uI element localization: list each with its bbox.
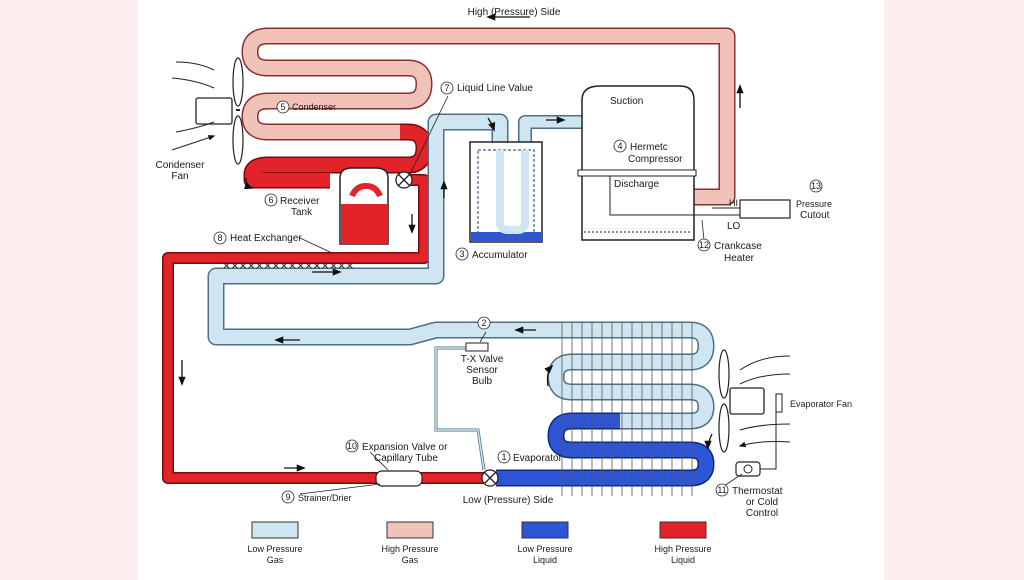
accumulator (469, 141, 543, 243)
thermostat-label: Thermostat (732, 486, 783, 497)
condenser-number: 5 (280, 102, 285, 112)
accumulator-label: Accumulator (472, 250, 528, 261)
compressor-number: 4 (617, 141, 622, 151)
legend-label-high-pressure-gas: High Pressure (381, 544, 438, 554)
condenser-fan-label-2: Fan (171, 171, 188, 182)
legend-label-high-pressure-liquid: High Pressure (654, 544, 711, 554)
expansion-valve-number: 10 (347, 441, 357, 451)
legend-swatch-low-pressure-liquid (521, 521, 569, 539)
condenser-fan-label: Condenser (156, 160, 206, 171)
hi-label: HI (729, 198, 738, 208)
liquid-line-valve-label: Liquid Line Value (457, 83, 533, 94)
crankcase-heater-number: 12 (699, 240, 709, 250)
legend-swatch-low-pressure-gas (251, 521, 299, 539)
pressure-cutout-label: Pressure (796, 199, 832, 209)
pressure-cutout-label-2: Cutout (800, 210, 830, 221)
evaporator-label: Evaporator (513, 453, 563, 464)
hermetic-compressor (577, 85, 740, 241)
lo-label: LO (727, 221, 741, 232)
low-pressure-liquid-line (496, 412, 715, 487)
legend-swatch-high-pressure-gas (386, 521, 434, 539)
evaporator-fan (718, 349, 791, 452)
receiver-tank (339, 167, 389, 245)
crankcase-heater-label-2: Heater (724, 253, 755, 264)
heat-exchanger-coil: ×××××××××××××××× (222, 259, 354, 272)
legend-sublabel-high-pressure-liquid: Liquid (671, 555, 695, 565)
svg-text:××××××××××××××××: ×××××××××××××××× (222, 259, 353, 272)
expansion-valve-label: Expansion Valve or (362, 442, 448, 453)
sensor-bulb (465, 342, 489, 352)
tx-valve-label-3: Bulb (472, 376, 492, 387)
expansion-valve (481, 469, 499, 487)
accumulator-number: 3 (459, 249, 464, 259)
strainer-number: 9 (285, 492, 290, 502)
suction-label: Suction (610, 96, 643, 107)
compressor-label: Hermetc (630, 142, 668, 153)
expansion-valve-label-2: Capillary Tube (374, 453, 438, 464)
high-pressure-liquid-line (162, 123, 484, 484)
legend-label-low-pressure-liquid: Low Pressure (517, 544, 572, 554)
pressure-cutout (712, 199, 791, 219)
thermostat (735, 412, 777, 477)
thermostat-number: 11 (717, 485, 726, 495)
receiver-label: Receiver (280, 196, 320, 207)
tx-valve-label: T-X Valve (461, 354, 504, 365)
receiver-label-2: Tank (291, 207, 313, 218)
strainer-label: Strainer/Drier (298, 493, 352, 503)
pressure-cutout-number: 13 (811, 181, 821, 191)
condenser-label: Condenser (292, 102, 336, 112)
condenser-fan (171, 57, 244, 165)
low-pressure-side-label: Low (Pressure) Side (463, 495, 554, 506)
thermostat-label-3: Control (746, 508, 778, 519)
flow-arrows (178, 13, 744, 472)
receiver-number: 6 (268, 195, 273, 205)
compressor-label-2: Compressor (628, 154, 683, 165)
legend: Low Pressure Gas High Pressure Gas Low P… (247, 521, 712, 565)
heat-exchanger-number: 8 (217, 233, 222, 243)
thermostat-label-2: or Cold (746, 497, 778, 508)
evaporator-number: 1 (501, 452, 506, 462)
legend-sublabel-low-pressure-gas: Gas (267, 555, 284, 565)
tx-valve-label-2: Sensor (466, 365, 498, 376)
crankcase-heater-label: Crankcase (714, 241, 762, 252)
liquid-line-valve (395, 171, 413, 189)
leader-lines (299, 95, 743, 495)
heat-exchanger-label: Heat Exchanger (230, 233, 302, 244)
tx-valve-number: 2 (481, 318, 486, 328)
legend-label-low-pressure-gas: Low Pressure (247, 544, 302, 554)
high-pressure-side-title: High (Pressure) Side (468, 7, 561, 18)
liquid-line-valve-number: 7 (444, 83, 449, 93)
strainer-drier (375, 470, 423, 487)
evaporator-fan-label: Evaporator Fan (790, 399, 852, 409)
discharge-label: Discharge (614, 179, 659, 190)
legend-sublabel-low-pressure-liquid: Liquid (533, 555, 557, 565)
evaporator-fins (561, 322, 693, 496)
legend-swatch-high-pressure-liquid (659, 521, 707, 539)
legend-sublabel-high-pressure-gas: Gas (402, 555, 419, 565)
